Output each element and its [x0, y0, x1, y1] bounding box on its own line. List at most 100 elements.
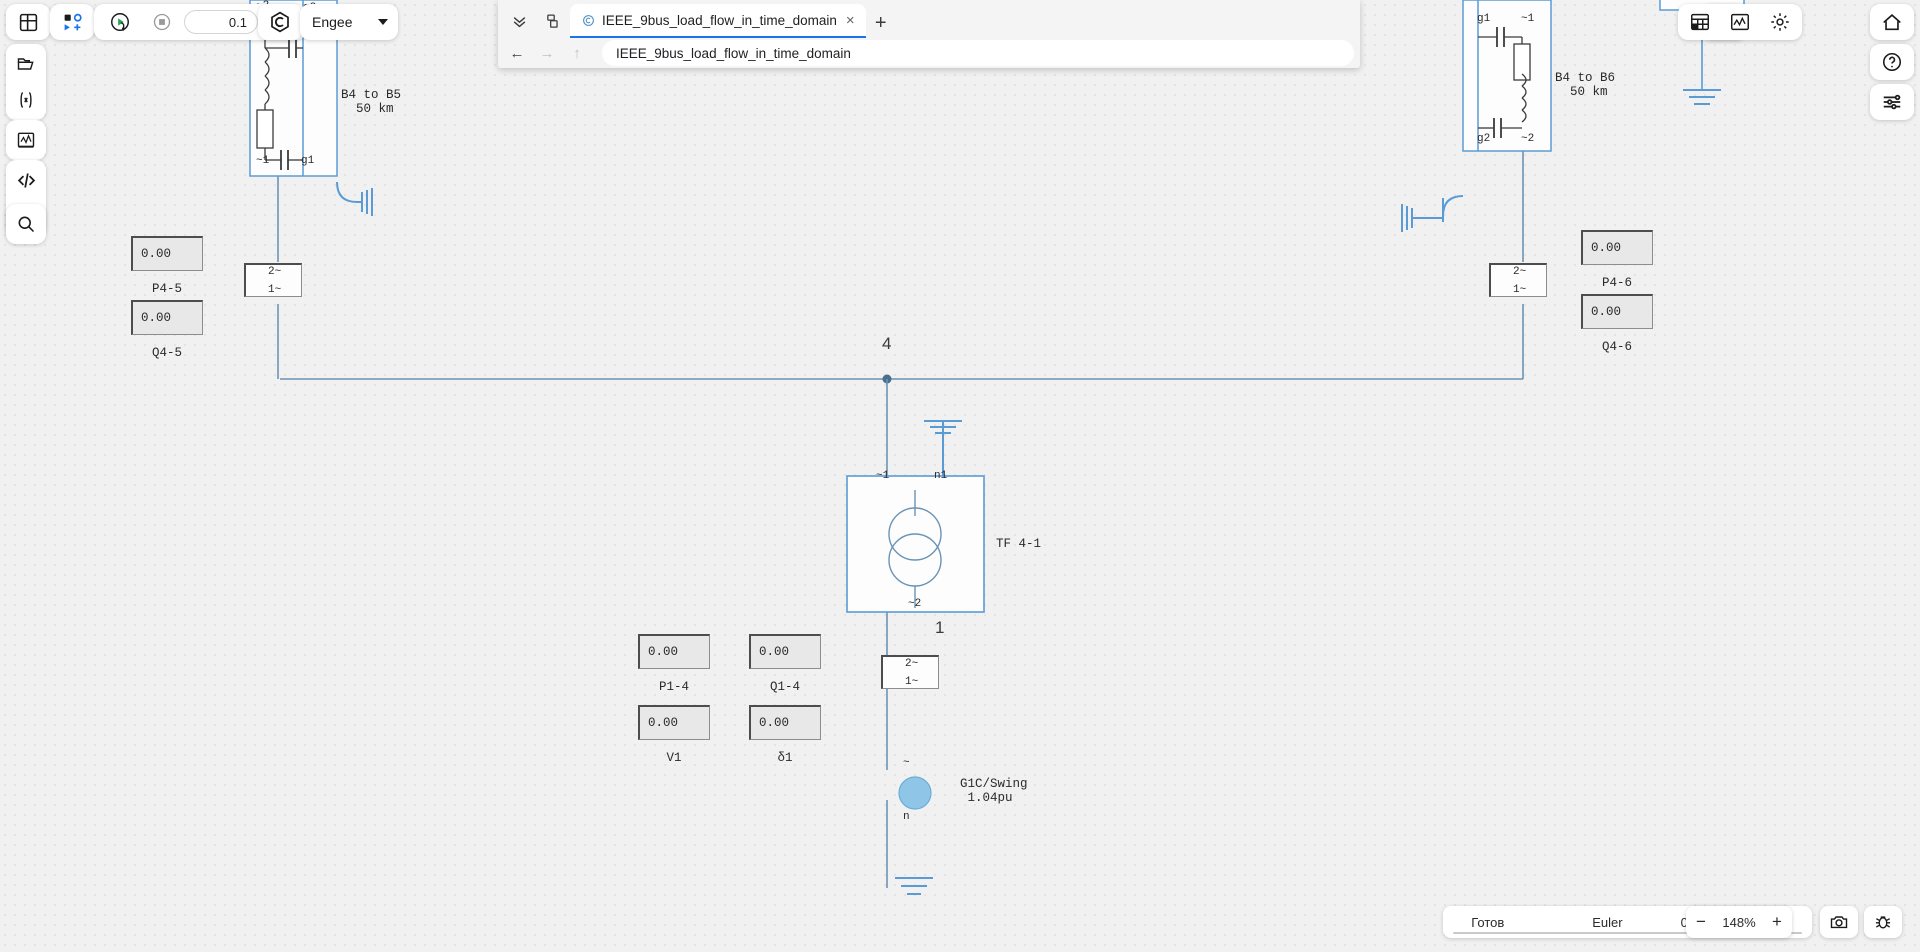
generator-label: G1C/Swing 1.04pu: [960, 777, 1028, 806]
display-v1[interactable]: 0.00: [638, 705, 710, 740]
meter-4-5-port-2: 2~: [268, 266, 282, 278]
close-icon[interactable]: ×: [845, 11, 855, 29]
zoom-control: − 148% +: [1686, 906, 1792, 938]
debug-button[interactable]: [1864, 906, 1902, 938]
ground-symbol-generator: [895, 877, 933, 895]
display-v1-caption: V1: [666, 751, 682, 765]
folder-icon[interactable]: [6, 46, 46, 82]
toolbar-home-group: [1870, 4, 1914, 40]
tab-group-icon[interactable]: [536, 4, 570, 38]
transformer-label: TF 4-1: [996, 537, 1042, 551]
up-icon[interactable]: ↑: [573, 44, 581, 62]
toolbar-help-group: [1870, 44, 1914, 80]
zoom-level-value: 148%: [1722, 914, 1756, 930]
toolbar-engee-logo-group: [258, 4, 302, 40]
chevron-double-down-icon[interactable]: [502, 4, 536, 38]
meter-4-6[interactable]: [1489, 263, 1547, 297]
line-b4-b6-port-a2: ~2: [1521, 133, 1535, 145]
model-select-group: Engee: [300, 4, 398, 40]
display-q4-6[interactable]: 0.00: [1581, 294, 1653, 329]
transformer-port-n1: n1: [934, 470, 948, 482]
meter-1-4-port-2: 2~: [905, 658, 919, 670]
forward-icon[interactable]: →: [539, 44, 555, 62]
browser-window: IEEE_9bus_load_flow_in_time_domain × + ←…: [498, 0, 1360, 68]
display-delta1-caption: δ1: [777, 751, 793, 765]
address-bar-value: IEEE_9bus_load_flow_in_time_domain: [616, 45, 851, 61]
waveform-icon[interactable]: [1720, 4, 1760, 40]
meter-4-6-port-2: 2~: [1513, 266, 1527, 278]
browser-tab-title: IEEE_9bus_load_flow_in_time_domain: [602, 12, 837, 28]
display-p4-6[interactable]: 0.00: [1581, 230, 1653, 265]
ground-symbol-right-line: [1401, 195, 1464, 232]
display-q1-4-caption: Q1-4: [769, 680, 800, 694]
engee-favicon-icon: [582, 14, 595, 27]
add-block-icon[interactable]: [52, 4, 92, 40]
variables-icon[interactable]: [6, 82, 46, 118]
engee-logo-icon[interactable]: [260, 4, 300, 40]
meter-4-6-port-1: 1~: [1513, 284, 1527, 296]
progress-track: [1453, 932, 1802, 934]
toolbar-views-group: [1678, 4, 1802, 40]
display-p1-4-caption: P1-4: [658, 680, 689, 694]
home-icon[interactable]: [1872, 4, 1912, 40]
display-q1-4[interactable]: 0.00: [749, 634, 821, 669]
zoom-icon[interactable]: [6, 206, 46, 242]
meter-4-5[interactable]: [244, 263, 302, 297]
code-icon[interactable]: [6, 162, 46, 198]
bus-4-number: 4: [882, 334, 892, 353]
generator-symbol: [898, 776, 932, 810]
transformer-port-a2: ~2: [908, 598, 922, 610]
model-select[interactable]: Engee: [304, 8, 394, 36]
line-b4-b5-port-g1: g1: [301, 155, 315, 167]
help-icon[interactable]: [1872, 44, 1912, 80]
zoom-in-button[interactable]: +: [1772, 912, 1782, 931]
display-p1-4[interactable]: 0.00: [638, 634, 710, 669]
toolbar-addblock-group: [50, 4, 94, 40]
sliders-icon[interactable]: [1872, 84, 1912, 120]
line-b4-b5-port-a1: ~1: [256, 155, 270, 167]
meter-1-4[interactable]: [881, 655, 939, 689]
line-b4-b5-label: B4 to B5 50 km: [341, 88, 402, 117]
new-tab-icon[interactable]: +: [874, 11, 887, 34]
line-b4-b6-label: B4 to B6 50 km: [1555, 71, 1616, 100]
toolbar-preferences-group: [1870, 84, 1914, 120]
meter-4-5-port-1: 1~: [268, 284, 282, 296]
simulation-time-input[interactable]: [184, 10, 258, 34]
status-solver: Euler: [1592, 914, 1623, 930]
model-select-value: Engee: [312, 14, 353, 30]
browser-tab[interactable]: IEEE_9bus_load_flow_in_time_domain ×: [570, 4, 866, 38]
address-bar[interactable]: IEEE_9bus_load_flow_in_time_domain: [602, 40, 1354, 66]
table-icon[interactable]: [1680, 4, 1720, 40]
run-simulation-icon[interactable]: [100, 4, 140, 40]
bus-1-number: 1: [935, 618, 945, 637]
zoom-out-button[interactable]: −: [1696, 912, 1706, 931]
rail-zoom-group: [6, 204, 46, 244]
grid-layout-icon[interactable]: [8, 4, 48, 40]
rail-plots-group: [6, 120, 46, 160]
stop-simulation-icon[interactable]: [142, 4, 182, 40]
display-p4-5[interactable]: 0.00: [131, 236, 203, 271]
ground-symbol-transformer: [924, 420, 962, 476]
generator-port-n: n: [903, 811, 910, 823]
toolbar-grid-group: [6, 4, 50, 40]
line-block-b4-b6-shape: [1462, 0, 1552, 152]
chevron-down-icon: [378, 19, 388, 25]
screenshot-button[interactable]: [1820, 906, 1858, 938]
display-q4-5[interactable]: 0.00: [131, 300, 203, 335]
display-delta1[interactable]: 0.00: [749, 705, 821, 740]
browser-tabstrip: IEEE_9bus_load_flow_in_time_domain × +: [498, 0, 1360, 38]
rail-files-group: [6, 44, 46, 120]
gear-icon[interactable]: [1760, 4, 1800, 40]
back-icon[interactable]: ←: [509, 44, 525, 62]
browser-navbar: ← → ↑ IEEE_9bus_load_flow_in_time_domain: [498, 38, 1360, 68]
display-q4-5-caption: Q4-5: [151, 346, 182, 360]
plot-icon[interactable]: [6, 122, 46, 158]
status-state: Готов: [1471, 914, 1505, 930]
line-b4-b6-port-g1: g1: [1477, 13, 1491, 25]
display-p4-6-caption: P4-6: [1601, 276, 1632, 290]
transformer-block-shape: [846, 475, 985, 613]
meter-1-4-port-1: 1~: [905, 676, 919, 688]
transformer-port-a1: ~1: [876, 470, 890, 482]
